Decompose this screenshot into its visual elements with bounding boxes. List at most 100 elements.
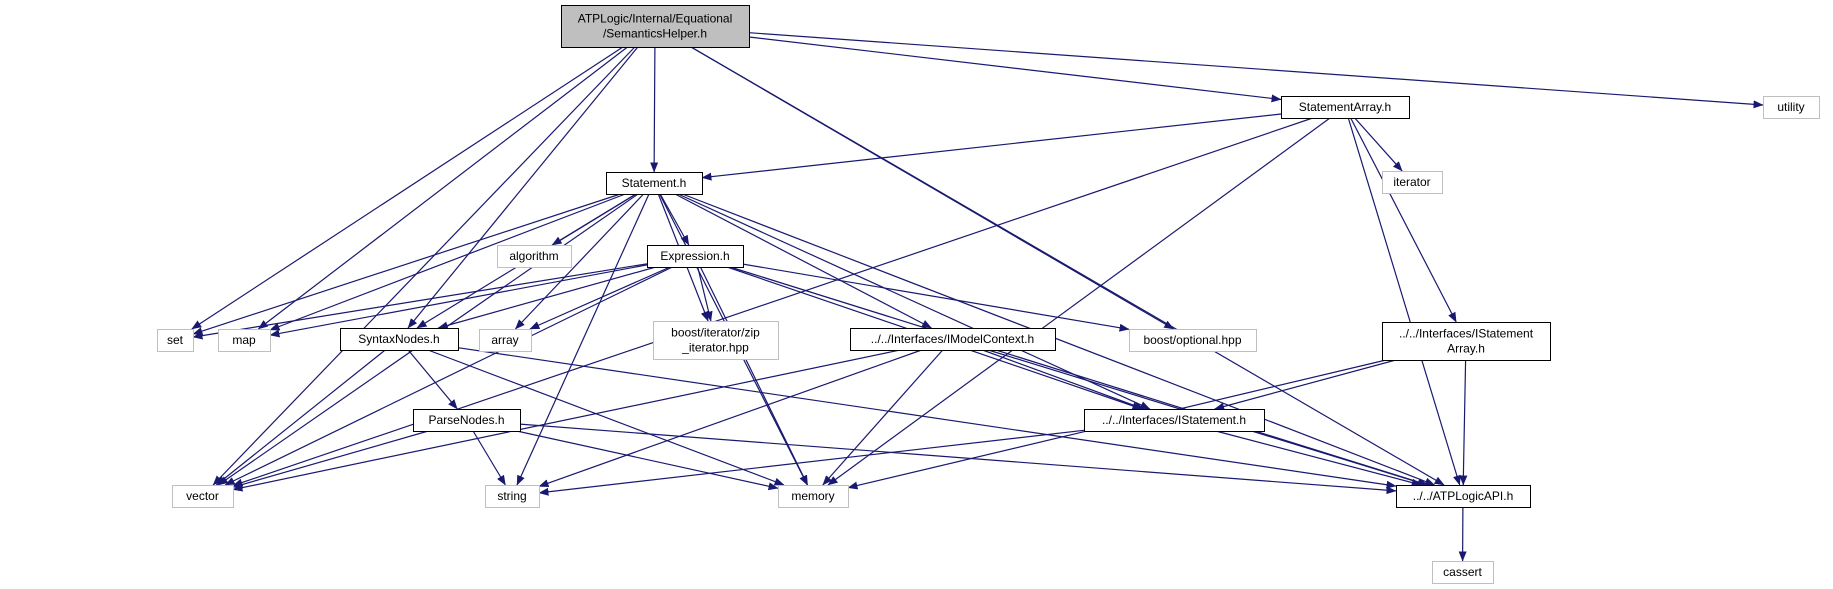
edge-imodel-to-memory (822, 349, 944, 486)
node-label-string-0: string (497, 489, 526, 503)
node-box-cassert (1432, 561, 1494, 584)
node-array: array (479, 329, 532, 352)
node-memory: memory (778, 485, 849, 508)
edge-parsenodes-to-memory (516, 430, 779, 491)
node-box-string (485, 485, 540, 508)
node-vector: vector (172, 485, 234, 508)
node-box-optional (1129, 329, 1257, 352)
node-label-zipiter-0: boost/iterator/zip (671, 326, 760, 340)
node-label-array-0: array (491, 333, 518, 347)
edge-expression-to-zipiter (697, 266, 713, 322)
node-box-atpapi (1396, 485, 1531, 508)
node-optional: boost/optional.hpp (1129, 329, 1257, 352)
edge-syntaxnodes-to-parsenodes (407, 349, 458, 410)
node-box-memory (778, 485, 849, 508)
node-statement[interactable]: Statement.h (606, 172, 703, 195)
edge-expression-to-set (192, 263, 648, 340)
node-label-memory-0: memory (791, 489, 834, 503)
node-box-root (561, 5, 750, 48)
node-label-map-0: map (232, 333, 256, 347)
edge-statement-to-string (516, 193, 650, 486)
node-iterator: iterator (1382, 171, 1443, 194)
node-label-iterator-0: iterator (1393, 175, 1430, 189)
node-algorithm: algorithm (497, 245, 572, 268)
node-label-optional-0: boost/optional.hpp (1143, 333, 1241, 347)
node-box-istatement (1084, 409, 1265, 432)
edge-imodel-to-vector (232, 349, 901, 492)
node-parsenodes[interactable]: ParseNodes.h (413, 409, 521, 432)
node-cassert: cassert (1432, 561, 1494, 584)
edge-expression-to-vector (224, 266, 673, 486)
edge-istatement-to-string (538, 429, 1085, 496)
edge-imodel-to-istatement (982, 349, 1145, 410)
node-box-statement (606, 172, 703, 195)
edge-expression-to-optional (742, 263, 1130, 332)
node-label-syntaxnodes-0: SyntaxNodes.h (358, 332, 439, 346)
edge-root-to-utility (748, 32, 1764, 109)
node-zipiter: boost/iterator/zip_iterator.hpp (653, 321, 779, 360)
node-stmtarray[interactable]: StatementArray.h (1281, 96, 1410, 119)
edge-stmtarray-to-istmtarray (1350, 117, 1457, 323)
node-expression[interactable]: Expression.h (647, 245, 744, 268)
node-syntaxnodes[interactable]: SyntaxNodes.h (340, 328, 459, 351)
edge-stmtarray-to-statement (701, 113, 1282, 181)
edge-stmtarray-to-iterator (1354, 117, 1403, 172)
edge-expression-to-memory (699, 266, 809, 486)
node-label-algorithm-0: algorithm (509, 249, 558, 263)
node-box-vector (172, 485, 234, 508)
node-box-syntaxnodes (340, 328, 459, 351)
edge-parsenodes-to-atpapi (519, 423, 1397, 495)
node-label-set-0: set (167, 333, 184, 347)
edge-imodel-to-string (538, 349, 922, 487)
edge-parsenodes-to-vector (232, 430, 429, 489)
node-label-stmtarray-0: StatementArray.h (1299, 100, 1391, 114)
node-box-stmtarray (1281, 96, 1410, 119)
node-box-parsenodes (413, 409, 521, 432)
edge-root-to-atpapi (690, 46, 1445, 486)
edge-istatement-to-atpapi (1215, 430, 1422, 487)
edge-stmtarray-to-memory (827, 117, 1331, 486)
edge-stmtarray-to-vector (232, 117, 1313, 487)
node-atpapi[interactable]: ../../ATPLogicAPI.h (1396, 485, 1531, 508)
node-utility: utility (1763, 96, 1820, 119)
node-label-expression-0: Expression.h (660, 249, 729, 263)
edge-statement-to-atpapi (682, 193, 1436, 486)
node-box-istmtarray (1382, 322, 1551, 361)
node-box-iterator (1382, 171, 1443, 194)
node-label-cassert-0: cassert (1443, 565, 1482, 579)
node-label-parsenodes-0: ParseNodes.h (428, 413, 504, 427)
node-istatement[interactable]: ../../Interfaces/IStatement.h (1084, 409, 1265, 432)
edge-istmtarray-to-atpapi (1459, 359, 1468, 486)
edge-root-to-statement (650, 46, 659, 173)
node-label-imodel-0: ../../Interfaces/IModelContext.h (871, 332, 1034, 346)
node-imodel[interactable]: ../../Interfaces/IModelContext.h (850, 328, 1056, 351)
edge-stmtarray-to-atpapi (1347, 117, 1461, 486)
node-label-root-0: ATPLogic/Internal/Equational (578, 12, 733, 26)
node-label-utility-0: utility (1777, 100, 1804, 114)
node-box-map (218, 329, 271, 352)
node-label-istmtarray-1: Array.h (1447, 342, 1485, 356)
node-box-imodel (850, 328, 1056, 351)
node-map: map (218, 329, 271, 352)
node-box-set (157, 329, 194, 352)
edge-statement-to-set (192, 193, 621, 335)
node-label-root-1: /SemanticsHelper.h (603, 27, 707, 41)
node-label-istatement-0: ../../Interfaces/IStatement.h (1102, 413, 1246, 427)
edge-root-to-stmtarray (748, 36, 1282, 103)
node-box-utility (1763, 96, 1820, 119)
edge-syntaxnodes-to-vector (215, 349, 386, 486)
edge-statement-to-algorithm (551, 193, 637, 246)
node-box-algorithm (497, 245, 572, 268)
node-set: set (157, 329, 194, 352)
dependency-edges (191, 32, 1764, 562)
edge-statement-to-array (514, 193, 645, 330)
edge-root-to-set (191, 46, 624, 330)
node-root[interactable]: ATPLogic/Internal/Equational/SemanticsHe… (561, 5, 750, 48)
node-label-statement-0: Statement.h (622, 176, 687, 190)
node-label-zipiter-1: _iterator.hpp (681, 341, 749, 355)
edge-syntaxnodes-to-memory (427, 349, 785, 486)
edge-syntaxnodes-to-atpapi (457, 347, 1397, 489)
node-label-vector-0: vector (186, 489, 219, 503)
